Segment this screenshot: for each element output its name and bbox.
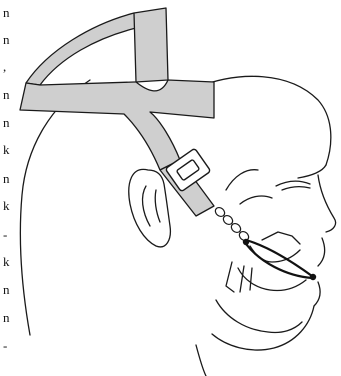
mandible-line [216,300,302,333]
chin-jaw-outline [212,306,314,350]
lower-teeth [238,268,306,291]
eye-outline [276,181,310,190]
ear-inner [143,186,160,226]
upper-teeth [250,232,300,262]
head-outline [20,80,90,335]
ear-outline [129,169,171,247]
neck-outline [196,345,206,376]
nose-outline [318,175,336,232]
hook-point-left [243,239,249,245]
forehead-outline [195,76,331,165]
upper-lip [318,238,325,266]
molar-roots [226,262,252,292]
hook-point-right [310,274,316,280]
cheek-lines [226,170,272,204]
facebow-wire-upper [246,240,312,276]
lower-lip [314,282,320,306]
crown-strap [26,13,136,85]
brow-outline [298,165,326,178]
vertical-strap [134,8,168,82]
